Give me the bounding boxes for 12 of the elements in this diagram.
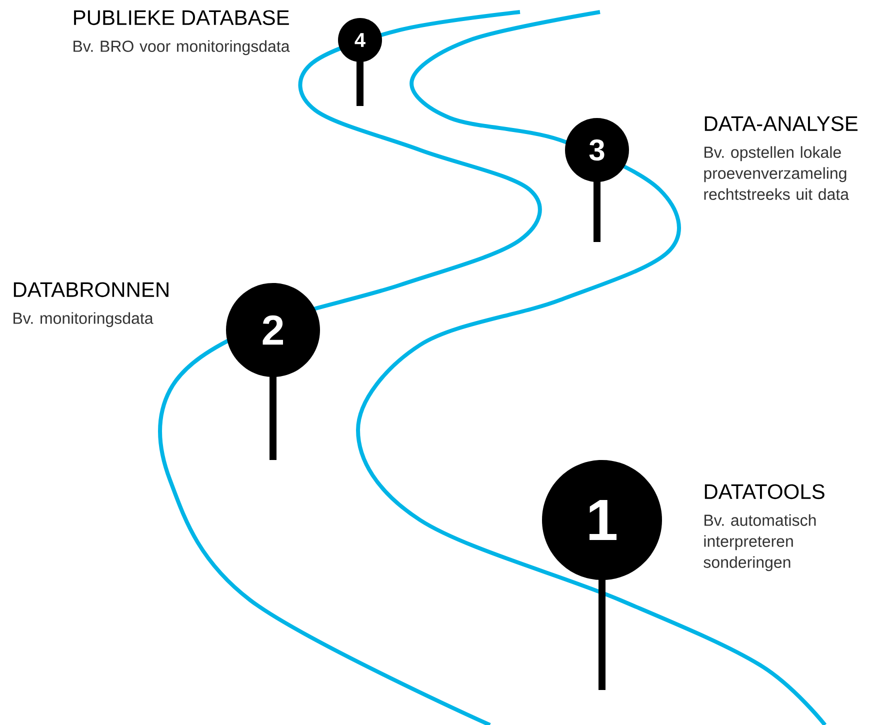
step-description: Bv. automatisch interpreteren sonderingen [704,514,816,572]
map-pin: 2 [226,283,320,460]
map-pin: 4 [338,18,382,106]
step-heading: PUBLIEKE DATABASE [74,10,289,26]
map-pin: 3 [565,118,629,242]
step-heading: DATATOOLS [704,484,824,500]
step-heading: DATA-ANALYSE [704,116,858,132]
step-description: Bv. BRO voor monitoringsdata [74,40,290,56]
step-description: Bv. opstellen lokale proevenverzameling rechtstreeks uit data [704,146,850,200]
step-heading: DATABRONNEN [14,282,168,298]
map-pin: 1 [542,460,662,690]
step-description: Bv. monitoringsdata [14,312,154,328]
